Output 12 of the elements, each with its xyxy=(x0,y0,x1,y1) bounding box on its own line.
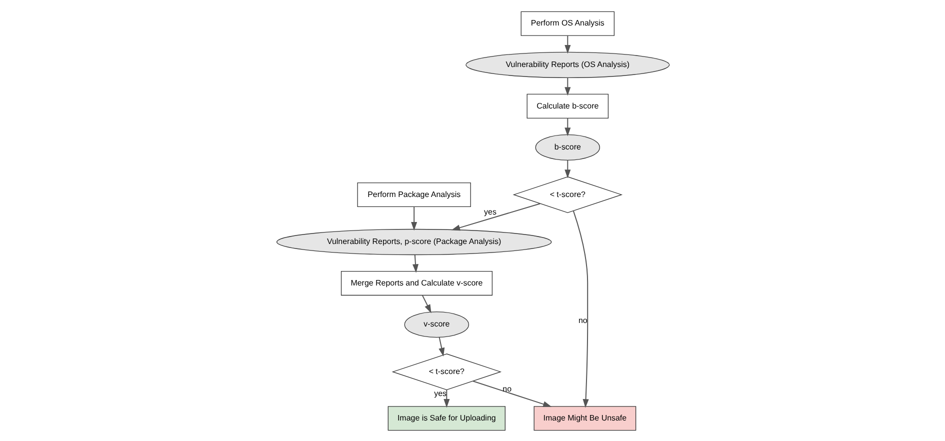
arrow xyxy=(572,210,588,408)
arrow xyxy=(472,380,552,407)
arrow xyxy=(412,254,418,272)
arrow xyxy=(450,202,540,230)
arrow xyxy=(564,76,570,96)
arrow xyxy=(564,159,570,178)
arrow xyxy=(410,206,417,230)
arrow xyxy=(564,34,570,54)
arrow xyxy=(421,294,431,313)
arrow xyxy=(438,336,444,356)
arrow xyxy=(564,117,570,136)
arrow xyxy=(443,388,450,408)
